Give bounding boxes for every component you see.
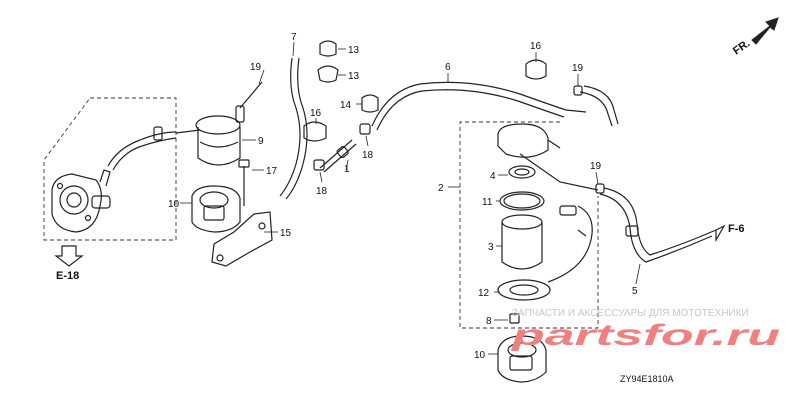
- hose-5: [595, 183, 726, 263]
- callout-17: 17: [266, 166, 278, 177]
- callout-13-lower: 13: [348, 71, 360, 82]
- callout-19-upper: 19: [572, 63, 584, 74]
- clip-16-left: [303, 121, 327, 142]
- callout-2: 2: [438, 183, 444, 194]
- filter-section-outline: [459, 121, 599, 329]
- clip-13-lower: [317, 65, 339, 83]
- o-ring-11: [499, 191, 545, 211]
- callout-10-lower: 10: [474, 350, 486, 361]
- filter-cap-drawing: [497, 123, 599, 191]
- callout-14: 14: [340, 100, 352, 111]
- callout-19-left: 19: [250, 62, 262, 73]
- clip-14: [361, 94, 379, 113]
- separator-body-upper: [191, 185, 241, 233]
- callout-13-upper: 13: [348, 45, 360, 56]
- callout-10-upper: 10: [168, 199, 180, 210]
- clip-18-right: [359, 123, 371, 135]
- callout-12: 12: [478, 288, 490, 299]
- front-reference: FR.: [731, 37, 752, 57]
- watermark-tagline: ЗАПЧАСТИ И АКСЕССУАРЫ ДЛЯ МОТОТЕХНИКИ: [512, 308, 749, 319]
- front-direction-arrow: [751, 17, 779, 45]
- clip-18-left: [313, 159, 325, 171]
- e18-reference: E-18: [56, 270, 79, 282]
- callout-16-left: 16: [310, 108, 322, 119]
- callout-4: 4: [490, 171, 496, 182]
- callout-6: 6: [445, 62, 451, 73]
- callout-8: 8: [486, 316, 492, 327]
- joint-1: [319, 139, 357, 173]
- callout-19-lower: 19: [590, 161, 602, 172]
- callout-15: 15: [280, 228, 292, 239]
- watermark-logo: partsfor.ru: [510, 319, 780, 352]
- filter-sensor-wire: [547, 205, 593, 283]
- pump-to-filter-hose: [107, 126, 201, 171]
- callout-1: 1: [344, 164, 350, 175]
- callout-5: 5: [632, 286, 638, 297]
- hose-19-upper: [573, 85, 619, 127]
- fuel-pump-drawing: [51, 169, 111, 233]
- pump-section-outline: [43, 97, 177, 241]
- callout-7: 7: [291, 32, 297, 43]
- e18-arrow: [54, 245, 84, 267]
- clip-16-right: [525, 59, 547, 80]
- callout-18-left: 18: [316, 186, 328, 197]
- hose-7: [279, 57, 308, 200]
- callout-16-right: 16: [530, 41, 542, 52]
- hose-6: [371, 81, 587, 131]
- filter-cup-3: [501, 214, 543, 270]
- fuel-filter-drawing: [195, 81, 263, 166]
- callout-18-right: 18: [362, 150, 374, 161]
- filter-cup-holder-12: [497, 279, 551, 301]
- diagram-code: ZY94E1810A: [620, 374, 674, 384]
- callout-3: 3: [488, 242, 494, 253]
- leader-lines: [180, 41, 641, 355]
- f6-reference: F-6: [728, 223, 745, 235]
- separator-body-lower: [497, 335, 547, 383]
- o-ring-4: [508, 165, 536, 179]
- callout-11: 11: [482, 197, 493, 208]
- bolt-8: [509, 313, 520, 324]
- bracket-drawing: [211, 159, 273, 267]
- clip-13-upper: [319, 40, 337, 57]
- callout-9: 9: [258, 136, 264, 147]
